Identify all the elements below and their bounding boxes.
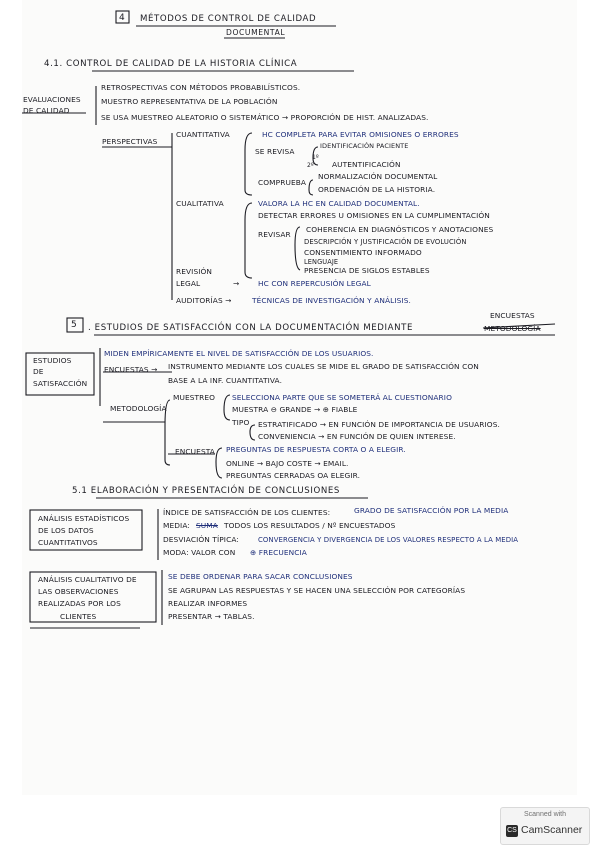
note-line-blue: GRADO DE SATISFACCIÓN POR LA MEDIA: [354, 506, 509, 515]
note-line: REVISAR: [258, 230, 291, 239]
note-line: REVISIÓN: [176, 267, 213, 276]
page-title-line2: DOCUMENTAL: [226, 28, 286, 37]
analisis-box-label: ANÁLISIS CUALITATIVO DE: [38, 575, 137, 584]
analisis-box-label: LAS OBSERVACIONES: [38, 587, 119, 596]
step-number: 2º: [307, 162, 314, 169]
note-line: TIPO: [232, 418, 250, 427]
note-line: INSTRUMENTO MEDIANTE LOS CUALES SE MIDE …: [168, 362, 479, 371]
note-line: LENGUAJE: [304, 258, 339, 266]
note-line: ENCUESTAS: [490, 311, 535, 320]
note-line: REALIZAR INFORMES: [168, 599, 248, 608]
note-line: SE USA MUESTREO ALEATORIO O SISTEMÁTICO …: [101, 113, 429, 122]
analisis-box-label: REALIZADAS POR LOS: [38, 599, 121, 608]
scanned-with-text: Scanned with: [523, 811, 567, 818]
note-line: CONSENTIMIENTO INFORMADO: [304, 248, 422, 257]
note-line: ONLINE → BAJO COSTE → EMAIL.: [226, 459, 349, 468]
cuantitativa-label: CUANTITATIVA: [176, 130, 230, 139]
analisis-box-label: CUANTITATIVOS: [38, 538, 98, 547]
note-line: RETROSPECTIVAS CON MÉTODOS PROBABILÍSTIC…: [101, 83, 301, 92]
note-line: MUESTREO: [173, 393, 216, 402]
camscanner-brand: CamScanner: [521, 824, 583, 836]
note-line: PREGUNTAS CERRADAS OA ELEGIR.: [226, 471, 361, 480]
note-line: MUESTRA ⊖ GRANDE → ⊕ FIABLE: [232, 405, 358, 414]
analisis-box-label: CLIENTES: [60, 612, 97, 621]
note-line-blue: ⊕ FRECUENCIA: [250, 548, 307, 557]
perspectivas-label: PERSPECTIVAS: [102, 137, 158, 146]
note-line-blue: HC CON REPERCUSIÓN LEGAL: [258, 279, 371, 288]
scanned-page: [22, 0, 577, 795]
step-number: 1º: [312, 154, 319, 161]
note-line: AUDITORÍAS →: [176, 296, 232, 305]
note-line: MEDIA:: [163, 521, 190, 530]
section-number: 4: [119, 13, 126, 23]
page-title: MÉTODOS DE CONTROL DE CALIDAD: [140, 14, 317, 24]
note-line: ESTRATIFICADO → EN FUNCIÓN DE IMPORTANCI…: [258, 420, 500, 429]
section-5-heading: . ESTUDIOS DE SATISFACCIÓN CON LA DOCUME…: [88, 323, 413, 333]
note-line: COMPRUEBA: [258, 178, 307, 187]
arrow: →: [233, 279, 240, 288]
note-line: ORDENACIÓN DE LA HISTORIA.: [318, 185, 436, 194]
analisis-box-label: ANÁLISIS ESTADÍSTICOS: [38, 514, 130, 523]
note-line: SE AGRUPAN LAS RESPUESTAS Y SE HACEN UNA…: [168, 586, 466, 595]
evaluaciones-label-2: DE CALIDAD: [23, 106, 70, 115]
note-line: LEGAL: [176, 279, 201, 288]
note-line: PRESENCIA DE SIGLOS ESTABLES: [304, 266, 430, 275]
note-line: AUTENTIFICACIÓN: [332, 160, 401, 169]
section-4-1-heading: 4.1. CONTROL DE CALIDAD DE LA HISTORIA C…: [44, 59, 298, 69]
note-line: PRESENTAR → TABLAS.: [168, 612, 255, 621]
note-line: MUESTRO REPRESENTATIVA DE LA POBLACIÓN: [101, 97, 278, 106]
estudios-box-label: ESTUDIOS: [33, 356, 72, 365]
note-line: IDENTIFICACIÓN PACIENTE: [320, 142, 409, 150]
note-line: DETECTAR ERRORES U OMISIONES EN LA CUMPL…: [258, 211, 490, 220]
note-line: ENCUESTAS →: [104, 365, 158, 374]
note-line-blue: CONVERGENCIA Y DIVERGENCIA DE LOS VALORE…: [258, 536, 519, 544]
note-line: DESVIACIÓN TÍPICA:: [163, 535, 239, 544]
note-line: DESCRIPCIÓN Y JUSTIFICACIÓN DE EVOLUCIÓN: [304, 238, 467, 246]
note-line: METODOLOGÍA: [110, 404, 167, 413]
evaluaciones-label: EVALUACIONES: [23, 95, 81, 104]
note-line-blue: TÉCNICAS DE INVESTIGACIÓN Y ANÁLISIS.: [252, 296, 411, 305]
cualitativa-label: CUALITATIVA: [176, 199, 224, 208]
note-line-blue: HC COMPLETA PARA EVITAR OMISIONES O ERRO…: [262, 130, 459, 139]
camscanner-watermark: Scanned with CS CamScanner: [500, 807, 590, 845]
note-line: BASE A LA INF. CUANTITATIVA.: [168, 376, 283, 385]
note-line-blue: VALORA LA HC EN CALIDAD DOCUMENTAL.: [258, 199, 420, 208]
struck-word: METODOLOGÍA: [484, 324, 541, 333]
note-line: TODOS LOS RESULTADOS / Nº ENCUESTADOS: [224, 521, 396, 530]
note-line-blue: MIDEN EMPÍRICAMENTE EL NIVEL DE SATISFAC…: [104, 349, 374, 358]
note-line-blue: PREGUNTAS DE RESPUESTA CORTA O A ELEGIR.: [226, 445, 406, 454]
note-line-blue: SELECCIONA PARTE QUE SE SOMETERÁ AL CUES…: [232, 393, 452, 402]
section-number: 5: [71, 320, 78, 330]
struck-word: SUMA: [196, 521, 218, 530]
note-line: ENCUESTA: [175, 447, 215, 456]
note-line: ÍNDICE DE SATISFACCIÓN DE LOS CLIENTES:: [163, 508, 331, 517]
note-line: COHERENCIA EN DIAGNÓSTICOS Y ANOTACIONES: [306, 225, 494, 234]
note-line: CONVENIENCIA → EN FUNCIÓN DE QUIEN INTER…: [258, 432, 456, 441]
note-line: MODA: VALOR CON: [163, 548, 236, 557]
analisis-box-label: DE LOS DATOS: [38, 526, 94, 535]
estudios-box-label: DE: [33, 367, 44, 376]
camscanner-logo-icon: CS: [506, 825, 518, 837]
note-line: NORMALIZACIÓN DOCUMENTAL: [318, 172, 438, 181]
section-5-1-heading: 5.1 ELABORACIÓN Y PRESENTACIÓN DE CONCLU…: [72, 486, 340, 496]
note-line-blue: SE DEBE ORDENAR PARA SACAR CONCLUSIONES: [168, 572, 353, 581]
note-line: SE REVISA: [255, 147, 295, 156]
estudios-box-label: SATISFACCIÓN: [33, 379, 88, 388]
